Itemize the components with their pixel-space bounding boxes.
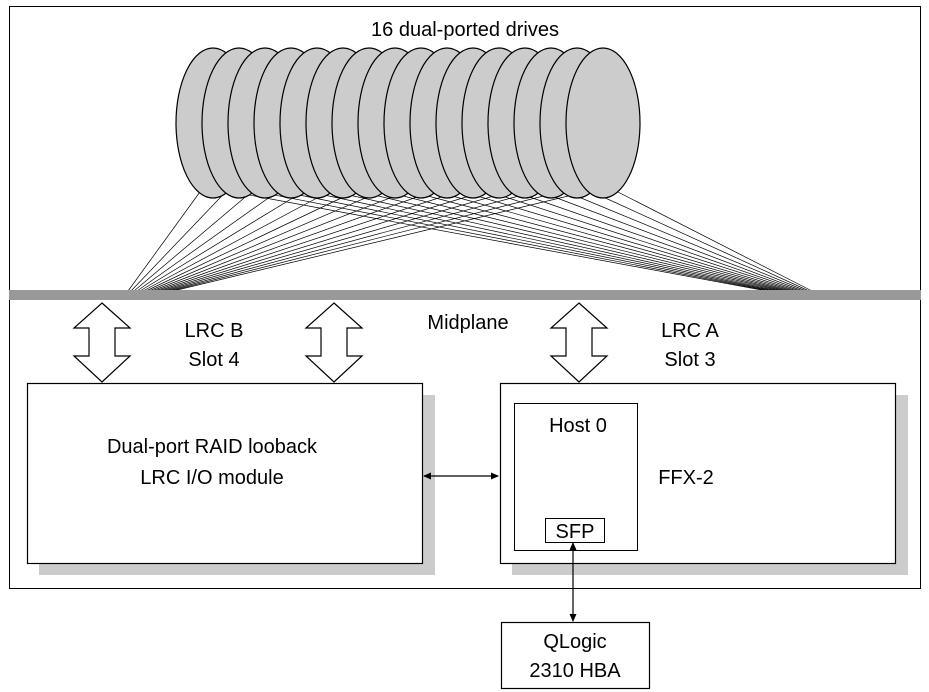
connection-line (562, 190, 807, 292)
midplane-label: Midplane (427, 312, 508, 334)
connection-line (142, 190, 332, 292)
hba-box (500, 621, 651, 690)
lrc-b-slot-label: Slot 4 (188, 349, 239, 371)
lrc-b-label: LRC B (185, 320, 244, 342)
connection-line (127, 190, 202, 292)
connection-line (160, 190, 488, 292)
left-io-module-box (26, 382, 424, 565)
left-module-subtitle: LRC I/O module (140, 467, 283, 489)
drives-title: 16 dual-ported drives (371, 19, 559, 41)
lrc-a-label: LRC A (661, 320, 719, 342)
lrc-b-left-connector-arrow (72, 302, 132, 383)
host-0-label: Host 0 (549, 415, 607, 437)
connection-line (224, 190, 768, 292)
lrc-a-slot-label: Slot 3 (664, 349, 715, 371)
connection-line (163, 190, 514, 292)
connection-line (406, 190, 789, 292)
connection-line (151, 190, 410, 292)
connection-line (484, 190, 798, 292)
connection-line (588, 190, 810, 292)
connection-line (250, 190, 771, 292)
connection-line (136, 190, 280, 292)
connection-line (157, 190, 462, 292)
connection-line (536, 190, 804, 292)
hba-model-label: 2310 HBA (529, 660, 621, 682)
sfp-box (545, 518, 605, 543)
connection-line (169, 190, 566, 292)
connection-line (130, 190, 228, 292)
drive-disk (565, 47, 641, 199)
left-module-title: Dual-port RAID looback (107, 436, 318, 458)
drive-midplane-connections (127, 190, 813, 292)
drive-array (175, 47, 641, 199)
connection-line (145, 190, 358, 292)
lrc-b-right-connector-arrow (304, 302, 364, 383)
midplane-bar (9, 290, 921, 300)
hba-vendor-label: QLogic (543, 631, 606, 653)
connection-line (510, 190, 801, 292)
sfp-label: SFP (556, 521, 595, 543)
connection-line (139, 190, 306, 292)
lrc-a-connector-arrow (549, 302, 609, 383)
connection-line (133, 190, 254, 292)
connection-line (354, 190, 783, 292)
connection-line (148, 190, 384, 292)
ffx-2-label: FFX-2 (658, 467, 714, 489)
connection-line (328, 190, 780, 292)
connection-line (276, 190, 774, 292)
connection-line (172, 190, 592, 292)
connection-line (166, 190, 540, 292)
connection-line (458, 190, 795, 292)
connection-line (380, 190, 786, 292)
connection-line (302, 190, 777, 292)
connection-line (432, 190, 792, 292)
connection-line (154, 190, 436, 292)
connection-line (614, 190, 813, 292)
